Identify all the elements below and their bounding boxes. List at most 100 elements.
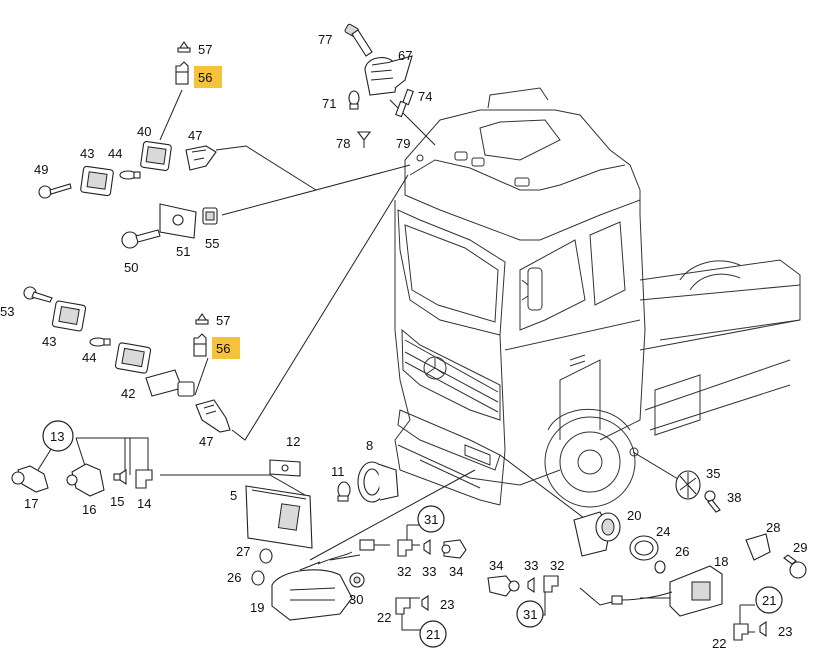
bulb-27 [259,548,273,564]
side-lamp-5 [245,485,313,549]
lamp-78 [356,131,372,148]
label-71: 71 [322,96,336,111]
label-15: 15 [110,494,124,509]
lamp-43-mid [51,300,87,332]
screw-49 [38,183,72,199]
ref-circle-21-b [755,586,783,614]
bulb-44-top [119,170,141,180]
holder-47-top [185,145,217,171]
contact-33-b [527,576,535,594]
screw-29 [783,554,807,579]
contact-23-b [759,620,767,638]
contact-33-a [423,538,431,556]
label-31-a: 31 [424,512,438,527]
connector-32-a [397,539,413,557]
socket-30 [349,572,365,588]
ref-circle-31-a [417,505,445,533]
label-27: 27 [236,544,250,559]
label-19: 19 [250,600,264,615]
label-44-top: 44 [108,146,122,161]
label-56-mid: 56 [216,341,230,356]
label-43-mid: 43 [42,334,56,349]
label-11: 11 [331,464,345,479]
lens-35 [675,470,701,500]
highlight-56-top [194,66,222,88]
connector-22-a [395,597,411,615]
label-16: 16 [82,502,96,517]
symbol-56-top [175,61,189,85]
label-67: 67 [398,48,412,63]
label-29: 29 [793,540,807,555]
label-38: 38 [727,490,741,505]
label-20: 20 [627,508,641,523]
ref-circle-13 [42,420,74,452]
bulbs-74 [395,88,414,118]
label-47-top: 47 [188,128,202,143]
lamp-18 [669,565,723,617]
fog-lamp-19 [271,561,353,621]
label-33-a: 33 [422,564,436,579]
screw-38 [704,490,721,513]
truck-cab-outline [394,87,801,508]
screw-53 [23,286,53,303]
label-50: 50 [124,260,138,275]
ref-circle-21-a [419,620,447,648]
label-17: 17 [24,496,38,511]
holder-47-mid [195,399,231,433]
seal-24 [629,535,659,561]
wire-19 [317,551,353,565]
label-13: 13 [50,429,64,444]
fog-lamp-housing-20 [573,511,621,557]
label-23-b: 23 [778,624,792,639]
symbol-57-top [177,41,191,53]
plate-51 [159,203,197,239]
label-31-b: 31 [523,607,537,622]
label-42: 42 [121,386,135,401]
highlight-56-mid [212,337,240,359]
symbol-56-mid [193,333,207,357]
label-12: 12 [286,434,300,449]
label-57-mid: 57 [216,313,230,328]
wire-18 [611,591,673,605]
label-26-right: 26 [675,544,689,559]
grille-emblem [423,356,447,380]
label-32-b: 32 [550,558,564,573]
label-33-b: 33 [524,558,538,573]
front-wheel [544,416,636,508]
beacon-67 [364,55,413,96]
plug-mid [359,539,390,551]
socket-16 [66,463,105,497]
connector-22-b [733,623,749,641]
ref-circle-31-b [516,600,544,628]
bolt-77 [344,23,373,57]
label-47-mid: 47 [199,434,213,449]
label-53: 53 [0,304,14,319]
bulb-11 [337,481,351,502]
socket-34-b [487,575,520,597]
label-23-a: 23 [440,597,454,612]
socket-34-a [441,539,467,559]
label-40: 40 [137,124,151,139]
clip-55 [202,207,218,225]
bulb-71 [348,90,360,110]
label-32-a: 32 [397,564,411,579]
screw-50 [121,229,161,249]
label-14: 14 [137,496,151,511]
label-57-top: 57 [198,42,212,57]
label-24: 24 [656,524,670,539]
symbol-57-mid [195,313,209,325]
lamp-housing-8 [357,461,399,503]
label-18: 18 [714,554,728,569]
bulb-26-right [654,560,666,574]
bulb-44-mid [89,337,111,347]
label-22-a: 22 [377,610,391,625]
label-55: 55 [205,236,219,251]
contact-23-a [421,594,429,612]
lamp-43-top [80,165,114,197]
bulb-26-left [251,570,265,586]
label-21-b: 21 [762,593,776,608]
label-34-b: 34 [489,558,503,573]
label-30: 30 [349,592,363,607]
label-78: 78 [336,136,350,151]
